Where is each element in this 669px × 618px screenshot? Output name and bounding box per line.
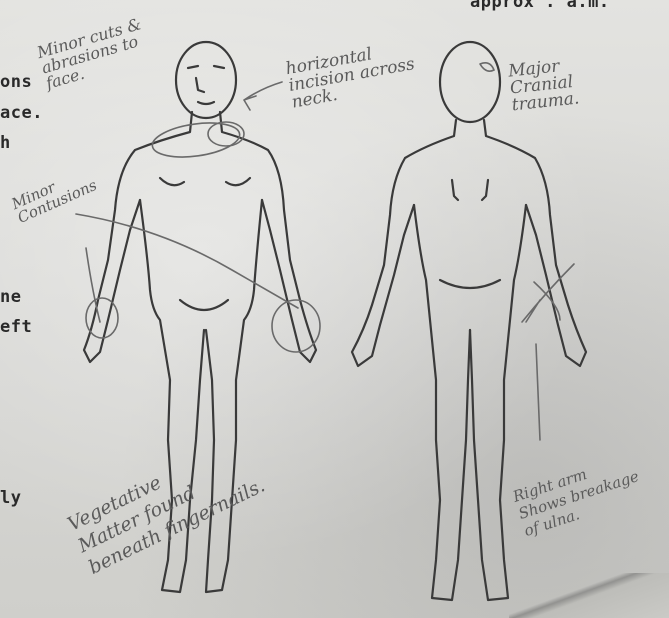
contusion-line <box>76 214 298 308</box>
right-wrist-circle <box>272 300 320 352</box>
paper-fold <box>509 573 669 618</box>
annotation-major-cranial: Major Cranial trauma. <box>508 57 581 115</box>
left-wrist-circle <box>86 298 118 338</box>
ulna-line <box>536 344 540 440</box>
arrow-to-head <box>244 82 282 110</box>
cranial-mark <box>480 63 494 71</box>
ulna-mark <box>522 264 574 322</box>
contusion-line-2 <box>86 248 100 322</box>
